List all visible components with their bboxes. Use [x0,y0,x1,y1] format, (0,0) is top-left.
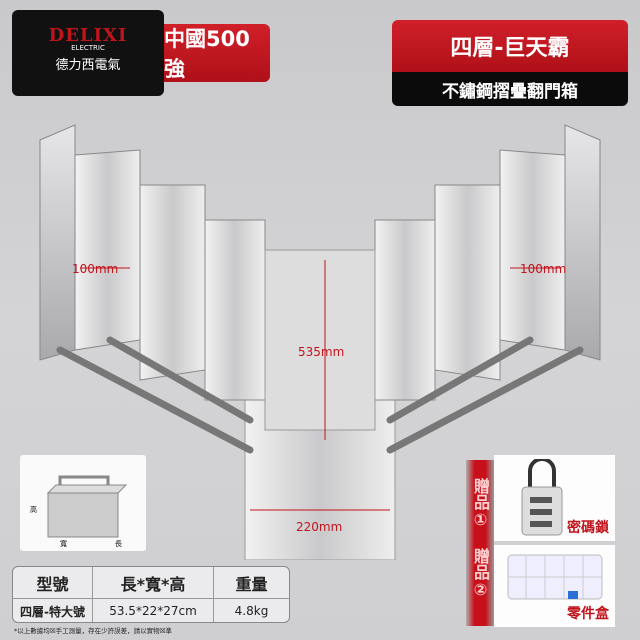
cell-size: 53.5*22*27cm [93,599,214,622]
logo-text: DELIXI [48,25,128,46]
brand-tag: 中國500強 [164,24,270,82]
header-weight: 重量 [214,567,289,599]
gift-1-label: 密碼鎖 [567,520,609,536]
dim-right-tray: 100mm [520,262,567,276]
gift-strip: 贈品① 贈品② [466,460,494,626]
product-title: 四層-巨天霸 不鏽鋼摺疊翻門箱 [392,20,628,106]
dim-width: 220mm [296,520,343,534]
inset-length-label: 長 [115,540,122,548]
header-size: 長*寬*高 [93,567,214,599]
measurement-note: *以上數據均☒手工測量，存在少許誤差，請以實物☒準 [14,627,172,635]
header-model: 型號 [13,567,93,599]
brand-logo: DELIXI ELECTRIC 德力西電氣 [12,10,164,96]
logo-sub: ELECTRIC [71,44,105,52]
gift-parts-box: 零件盒 [494,545,615,627]
gift-lock: 密碼鎖 [494,455,615,541]
dim-left-tray: 100mm [72,262,119,276]
cell-weight: 4.8kg [234,604,269,618]
inset-toolbox-image: 高 寬 長 [20,455,146,551]
gift-2-badge: 贈品② [471,548,490,599]
title-main: 四層-巨天霸 [392,20,628,72]
table-header: 型號 長*寬*高 重量 [13,567,289,599]
inset-height-label: 高 [30,506,37,514]
parts-box-icon [507,554,603,600]
logo-cn: 德力西電氣 [55,58,121,73]
inset-width-label: 寬 [60,540,67,548]
gift-1-badge: 贈品① [471,477,490,529]
dim-height: 535mm [298,345,345,359]
table-row: 四層-特大號 53.5*22*27cm 4.8kg [13,599,289,622]
toolbox-image [39,124,601,560]
spec-table: 型號 長*寬*高 重量 四層-特大號 53.5*22*27cm 4.8kg [12,566,290,623]
cell-model: 四層-特大號 [13,599,93,622]
padlock-icon [521,459,563,536]
title-sub: 不鏽鋼摺疊翻門箱 [392,72,628,106]
gift-2-label: 零件盒 [567,606,609,622]
